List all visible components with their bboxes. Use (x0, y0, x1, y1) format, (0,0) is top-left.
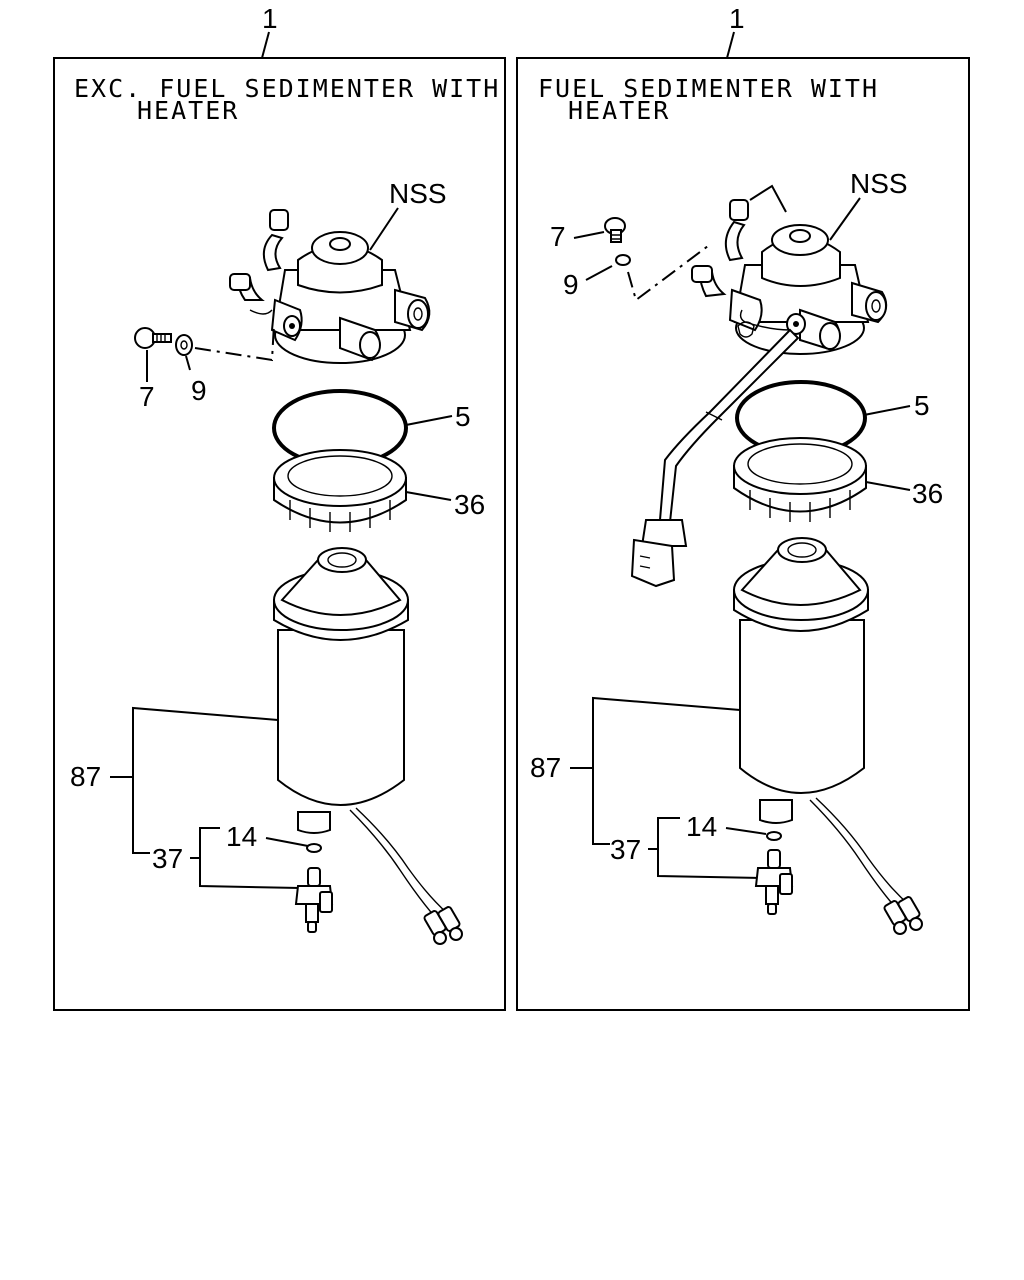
washer-9-left (175, 334, 193, 356)
panel-right: 1 FUEL SEDIMENTER WITH HEATER NSS (516, 3, 970, 1011)
leader-36-left (405, 491, 452, 501)
bracket-87-right (592, 696, 741, 845)
label-7-right: 7 (550, 221, 566, 252)
panel-left-caption-line2: HEATER (137, 96, 239, 125)
panel-left-caption-line1: EXC. FUEL SEDIMENTER WITH (74, 74, 500, 103)
panel-right-caption-line1: FUEL SEDIMENTER WITH (538, 74, 879, 103)
label-14-left: 14 (226, 821, 257, 852)
label-9-right: 9 (563, 269, 579, 300)
leader-14-left (265, 837, 309, 847)
label-14-right: 14 (686, 811, 717, 842)
leader-7-right (573, 231, 605, 239)
label-7-left: 7 (139, 381, 155, 412)
label-5-left: 5 (455, 401, 471, 432)
heater-cable-right (630, 309, 800, 588)
retaining-ring-36-right (733, 437, 867, 522)
drain-plug-37-left (294, 867, 334, 933)
filter-element-87-left (273, 547, 409, 834)
label-9-left: 9 (191, 375, 207, 406)
panel-right-caption-line2: HEATER (568, 96, 670, 125)
screw-7-left (134, 327, 172, 349)
leader-36-right (865, 481, 911, 491)
o-ring-14-right (766, 831, 782, 841)
leader-5-right (863, 405, 911, 416)
label-87-left: 87 (70, 761, 101, 792)
tube-leader-right (749, 184, 787, 213)
leader-nss-left (369, 207, 399, 251)
leader-9-right (585, 265, 613, 281)
o-ring-14-left (306, 843, 322, 853)
filter-element-87-right (733, 537, 869, 824)
label-37-right: 37 (610, 834, 641, 865)
panel-left-frame (53, 57, 506, 1011)
leader-nss-right (829, 197, 861, 241)
filter-head-right (691, 199, 888, 355)
assembly-line-left (194, 323, 275, 362)
label-36-right: 36 (912, 478, 943, 509)
bracket-87-left (132, 706, 279, 854)
assembly-leader-right (726, 31, 735, 59)
leader-9-left (185, 355, 191, 371)
label-nss-left: NSS (389, 178, 447, 209)
label-36-left: 36 (454, 489, 485, 520)
drain-plug-37-right (754, 849, 794, 915)
label-87-right: 87 (530, 752, 561, 783)
leader-5-left (405, 415, 453, 426)
label-37-left: 37 (152, 843, 183, 874)
panel-left: 1 EXC. FUEL SEDIMENTER WITH HEATER NSS (53, 3, 506, 1011)
assembly-line-right (627, 245, 709, 302)
assembly-leader-left (261, 31, 270, 59)
sensor-wires-left (349, 807, 463, 945)
bracket-37-right (657, 817, 763, 879)
panel-right-frame (516, 57, 970, 1011)
screw-7-right (604, 217, 626, 243)
leader-14-right (725, 827, 767, 835)
retaining-ring-36-left (273, 449, 407, 532)
panel-right-assembly-number: 1 (729, 3, 745, 34)
label-5-right: 5 (914, 390, 930, 421)
panel-left-assembly-number: 1 (262, 3, 278, 34)
filter-head-left (229, 209, 431, 364)
label-nss-right: NSS (850, 168, 908, 199)
sensor-wires-right (809, 797, 923, 935)
washer-9-right (615, 254, 631, 266)
